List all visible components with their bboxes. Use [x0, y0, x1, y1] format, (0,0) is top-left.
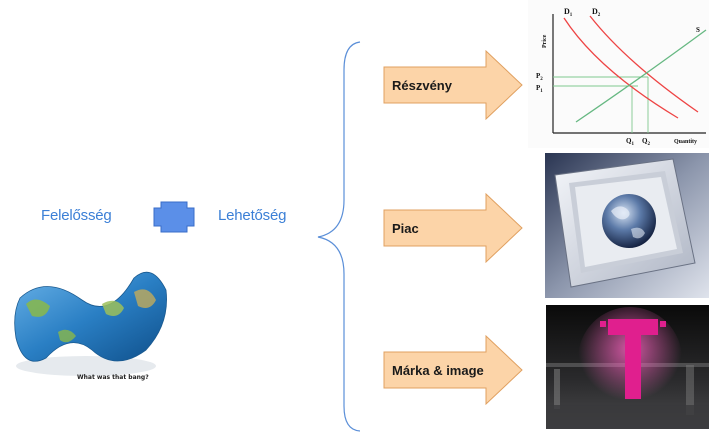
twisted-globe-caption: What was that bang?: [77, 374, 149, 381]
d2-label: D2: [592, 7, 601, 18]
price-label: Price: [542, 34, 548, 48]
globe-icon: [602, 194, 656, 248]
demand-line-d2: [589, 15, 699, 113]
p2-label: P2: [536, 72, 543, 82]
arrow-reszveny-label: Részvény: [392, 78, 452, 93]
arrow-reszveny: [383, 50, 523, 120]
supply-line: [575, 29, 707, 123]
lehetoseg-label: Lehetőség: [218, 207, 287, 224]
t-logo-stem: [625, 319, 641, 399]
monitor-globe-image: [545, 153, 709, 298]
telekom-night-image: [546, 305, 709, 429]
supply-demand-graph: D1 D2 S P2 P1 Q1 Q2 Quantity Price: [528, 0, 709, 148]
curly-bracket: [317, 41, 361, 432]
d1-label: D1: [564, 7, 573, 18]
q1-label: Q1: [626, 137, 634, 147]
s-label: S: [696, 26, 700, 34]
demand-line-d1: [563, 17, 679, 119]
quantity-label: Quantity: [674, 139, 697, 145]
arrow-piac-label: Piac: [392, 221, 419, 236]
arrow-piac: [383, 193, 523, 263]
twisted-globe-image: [6, 254, 176, 390]
p1-label: P1: [536, 84, 543, 94]
cross-connector-icon: [153, 201, 195, 233]
arrow-marka-image: [383, 335, 523, 405]
q2-label: Q2: [642, 137, 650, 147]
arrow-marka-image-label: Márka & image: [392, 363, 484, 378]
felelosseg-label: Felelősség: [41, 207, 112, 224]
